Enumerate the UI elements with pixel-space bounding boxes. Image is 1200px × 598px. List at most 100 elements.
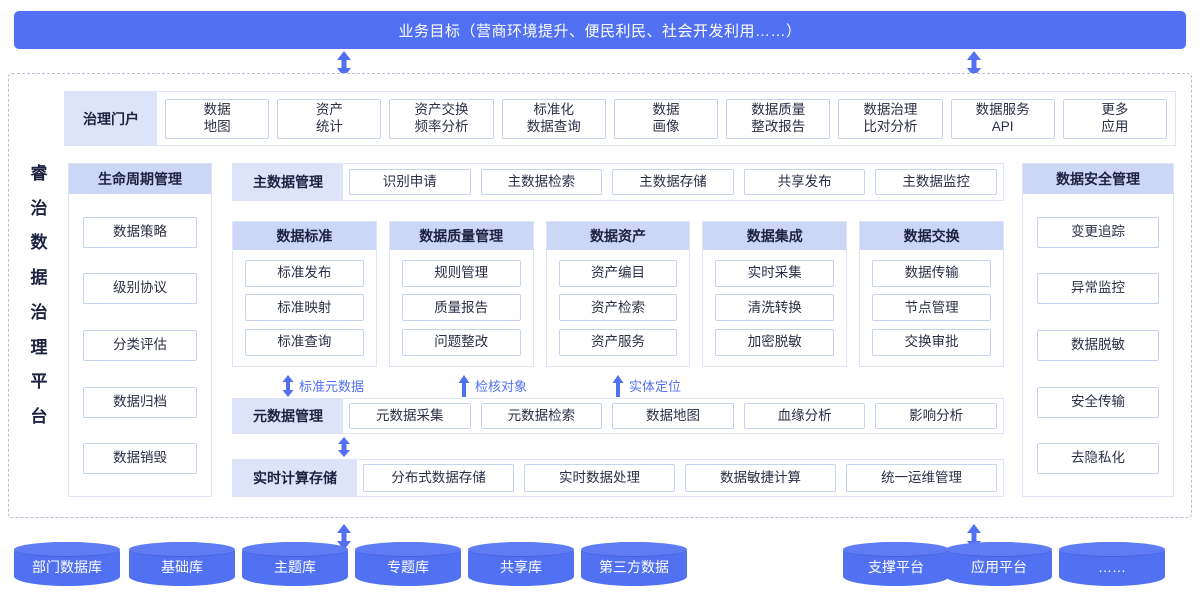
domain-column-data-quality: 数据质量管理 规则管理 质量报告 问题整改 [388,221,534,367]
data-source-label: 主题库 [274,559,316,575]
metadata-item-lineage-analysis[interactable]: 血缘分析 [743,403,866,429]
lifecycle-panel-header: 生命周期管理 [69,164,211,194]
domain-header-data-exchange: 数据交换 [860,222,1003,250]
domain-item-node-management[interactable]: 节点管理 [872,294,991,322]
domain-item-asset-cataloging[interactable]: 资产编目 [558,259,678,287]
lifecycle-item-data-archiving[interactable]: 数据归档 [83,386,197,418]
master-data-management-row: 主数据管理 识别申请 主数据检索 主数据存储 共享发布 主数据监控 [232,163,1004,201]
data-source-basic-db[interactable]: 基础库 [129,542,235,586]
platform-title-char: 台 [30,406,48,426]
portal-item-list: 数据地图 资产统计 资产交换频率分析 标准化数据查询 数据画像 数据质量整改报告… [157,92,1175,145]
connector-arrow-top-right [967,51,981,77]
connector-arrow-entity-location [612,375,624,397]
connector-arrow-bottom-left [337,524,351,550]
platform-title-char: 治 [30,302,48,322]
metadata-item-impact-analysis[interactable]: 影响分析 [875,403,997,429]
domain-item-realtime-collection[interactable]: 实时采集 [715,259,835,287]
platform-more[interactable]: …… [1059,542,1165,586]
master-data-item-identification-request[interactable]: 识别申请 [349,169,471,195]
metadata-item-data-map[interactable]: 数据地图 [612,403,734,429]
data-source-third-party-data[interactable]: 第三方数据 [581,542,687,586]
realtime-item-agile-computing[interactable]: 数据敏捷计算 [685,464,836,492]
domain-item-asset-retrieval[interactable]: 资产检索 [558,294,678,322]
connector-label-standard-metadata: 标准元数据 [299,379,365,394]
platform-title-char: 治 [30,198,48,218]
domain-item-data-transmission[interactable]: 数据传输 [872,259,991,287]
domain-items-data-integration: 实时采集 清洗转换 加密脱敏 [703,250,846,366]
platform-vertical-title: 睿 治 数 据 治 理 平 台 [24,165,54,425]
security-item-secure-transmission[interactable]: 安全传输 [1037,386,1159,418]
domain-item-standard-query[interactable]: 标准查询 [245,329,364,357]
portal-item-more-apps[interactable]: 更多应用 [1062,98,1167,139]
portal-item-asset-statistics[interactable]: 资产统计 [277,98,382,139]
platform-application[interactable]: 应用平台 [946,542,1052,586]
domain-item-asset-service[interactable]: 资产服务 [558,329,678,357]
realtime-item-unified-ops[interactable]: 统一运维管理 [846,464,997,492]
realtime-item-realtime-processing[interactable]: 实时数据处理 [524,464,675,492]
business-goal-banner: 业务目标（营商环境提升、便民利民、社会开发利用……） [14,11,1186,49]
business-goal-title: 业务目标（营商环境提升、便民利民、社会开发利用……） [398,22,802,40]
master-data-item-list: 识别申请 主数据检索 主数据存储 共享发布 主数据监控 [343,164,1003,200]
realtime-item-distributed-storage[interactable]: 分布式数据存储 [363,464,514,492]
portal-item-data-map[interactable]: 数据地图 [165,98,270,139]
domain-column-data-asset: 数据资产 资产编目 资产检索 资产服务 [545,221,691,367]
lifecycle-item-data-destruction[interactable]: 数据销毁 [83,443,197,475]
master-data-item-retrieval[interactable]: 主数据检索 [480,169,603,195]
connector-arrow-metadata-to-compute [338,437,350,457]
security-item-data-masking[interactable]: 数据脱敏 [1037,329,1159,361]
metadata-item-retrieval[interactable]: 元数据检索 [480,403,603,429]
lifecycle-item-classification-assessment[interactable]: 分类评估 [83,329,197,361]
domain-item-standard-publish[interactable]: 标准发布 [245,259,364,287]
data-source-topic-db[interactable]: 专题库 [355,542,461,586]
data-source-subject-db[interactable]: 主题库 [242,542,348,586]
data-source-label: 专题库 [387,559,429,575]
security-item-change-tracking[interactable]: 变更追踪 [1037,216,1159,248]
realtime-compute-storage-row: 实时计算存储 分布式数据存储 实时数据处理 数据敏捷计算 统一运维管理 [232,459,1004,497]
data-source-label: 基础库 [161,559,203,575]
domain-columns: 数据标准 标准发布 标准映射 标准查询 数据质量管理 规则管理 质量报告 问题整… [232,221,1004,367]
domain-items-data-standard: 标准发布 标准映射 标准查询 [233,250,376,366]
realtime-row-header: 实时计算存储 [233,460,357,496]
portal-row-header: 治理门户 [65,92,157,145]
data-source-label: 部门数据库 [32,559,102,575]
domain-items-data-quality: 规则管理 质量报告 问题整改 [390,250,533,366]
portal-item-governance-comparison-analysis[interactable]: 数据治理比对分析 [838,98,943,139]
portal-item-exchange-frequency-analysis[interactable]: 资产交换频率分析 [389,98,494,139]
master-data-item-share-publish[interactable]: 共享发布 [743,169,866,195]
platform-title-char: 睿 [30,164,48,183]
lifecycle-item-level-agreement[interactable]: 级别协议 [83,273,197,305]
metadata-row-header: 元数据管理 [233,399,343,433]
portal-item-quality-rectification-report[interactable]: 数据质量整改报告 [726,98,831,139]
connector-arrow-standard-metadata [282,375,294,397]
platform-label: 应用平台 [971,559,1027,575]
domain-item-issue-rectification[interactable]: 问题整改 [401,329,521,357]
domain-item-standard-mapping[interactable]: 标准映射 [245,294,364,322]
connector-label-entity-location: 实体定位 [629,379,682,394]
domain-header-data-integration: 数据集成 [703,222,847,250]
domain-item-encryption-masking[interactable]: 加密脱敏 [715,329,835,357]
realtime-item-list: 分布式数据存储 实时数据处理 数据敏捷计算 统一运维管理 [357,460,1003,496]
domain-item-cleansing-transform[interactable]: 清洗转换 [715,294,835,322]
master-data-item-monitoring[interactable]: 主数据监控 [875,169,997,195]
security-item-de-privatization[interactable]: 去隐私化 [1037,443,1159,475]
portal-item-data-portrait[interactable]: 数据画像 [613,98,719,139]
master-data-item-storage[interactable]: 主数据存储 [612,169,734,195]
connector-arrow-top-left [337,51,351,77]
data-source-label: 共享库 [500,559,542,575]
platform-support[interactable]: 支撑平台 [843,542,949,586]
portal-item-standardized-data-query[interactable]: 标准化数据查询 [501,98,606,139]
domain-item-rule-management[interactable]: 规则管理 [401,259,521,287]
data-source-shared-db[interactable]: 共享库 [468,542,574,586]
master-data-row-header: 主数据管理 [233,164,343,200]
platform-title-char: 平 [30,372,48,392]
domain-item-exchange-approval[interactable]: 交换审批 [872,329,991,357]
metadata-item-collection[interactable]: 元数据采集 [349,403,471,429]
security-item-anomaly-monitoring[interactable]: 异常监控 [1037,273,1159,305]
domain-header-data-standard: 数据标准 [233,222,376,250]
lifecycle-management-panel: 生命周期管理 数据策略 级别协议 分类评估 数据归档 数据销毁 [68,163,212,497]
lifecycle-item-data-policy[interactable]: 数据策略 [83,216,197,248]
data-source-department-db[interactable]: 部门数据库 [14,542,120,586]
domain-item-quality-report[interactable]: 质量报告 [401,294,521,322]
